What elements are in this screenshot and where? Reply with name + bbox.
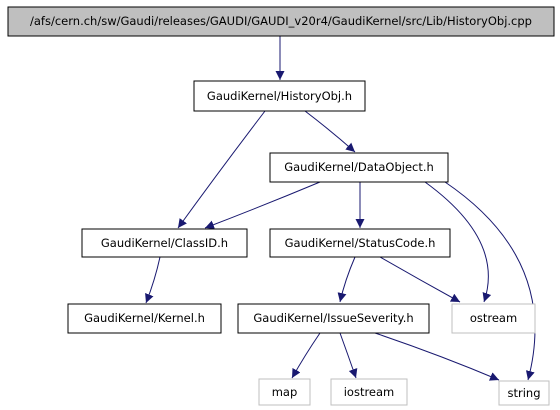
node-root[interactable]: /afs/cern.ch/sw/Gaudi/releases/GAUDI/GAU… [7,6,555,37]
node-string[interactable]: string [498,380,550,406]
node-dataobject[interactable]: GaudiKernel/DataObject.h [269,152,449,183]
node-classid[interactable]: GaudiKernel/ClassID.h [81,228,248,258]
node-kernel-label: GaudiKernel/Kernel.h [84,311,205,325]
node-issueseverity[interactable]: GaudiKernel/IssueSeverity.h [237,303,430,334]
edge-issueseverity-to-iostream [339,332,358,379]
node-classid-label: GaudiKernel/ClassID.h [101,236,228,250]
edge-statuscode-to-issueseverity [337,256,356,303]
edge-historyobj-to-classid [177,110,266,229]
edge-dataobject-to-ostream [424,181,492,303]
node-ostream-label: ostream [470,311,517,325]
node-dataobject-label: GaudiKernel/DataObject.h [284,160,434,174]
edge-statuscode-to-ostream [379,256,461,303]
node-issueseverity-label: GaudiKernel/IssueSeverity.h [253,311,413,325]
edge-classid-to-kernel [145,256,161,304]
edge-historyobj-to-dataobject [304,110,356,153]
node-string-label: string [507,386,540,400]
edge-issueseverity-to-string [374,332,500,381]
edge-dataobject-to-classid [204,181,321,229]
node-statuscode[interactable]: GaudiKernel/StatusCode.h [269,228,451,258]
node-ostream[interactable]: ostream [451,303,536,334]
node-historyobj[interactable]: GaudiKernel/HistoryObj.h [193,80,366,112]
edge-dataobject-to-string [444,181,536,381]
edge-issueseverity-to-map [291,332,321,379]
node-kernel[interactable]: GaudiKernel/Kernel.h [67,303,222,334]
edges [145,36,536,381]
node-map[interactable]: map [258,378,311,406]
node-iostream-label: iostream [344,385,395,399]
node-historyobj-label: GaudiKernel/HistoryObj.h [207,89,352,103]
node-iostream[interactable]: iostream [330,378,408,406]
node-map-label: map [272,385,298,399]
node-root-label: /afs/cern.ch/sw/Gaudi/releases/GAUDI/GAU… [30,14,532,28]
node-statuscode-label: GaudiKernel/StatusCode.h [285,236,436,250]
